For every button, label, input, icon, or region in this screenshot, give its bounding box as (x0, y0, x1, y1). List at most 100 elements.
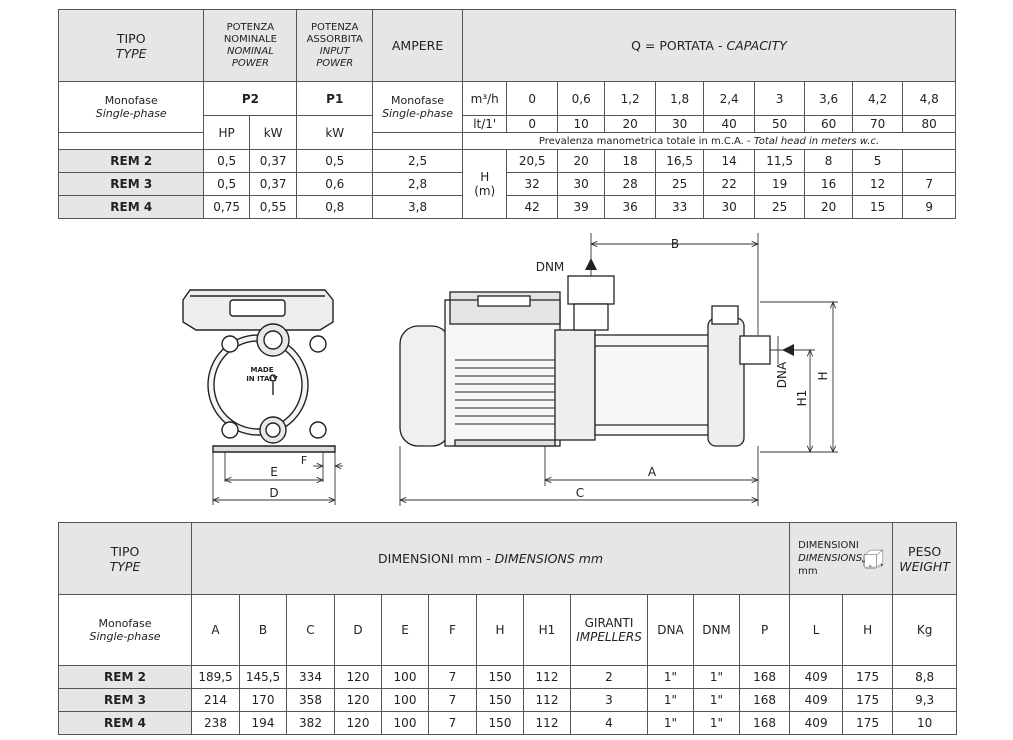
dims-cell: 382 (286, 711, 335, 735)
flow-lt-cell: 30 (654, 115, 705, 133)
perf-cell: 2,8 (372, 172, 463, 196)
head-cell: 30 (703, 195, 755, 219)
head-cell: 42 (506, 195, 558, 219)
dims-col-h: H (476, 594, 524, 666)
dims-cell: 1" (693, 688, 740, 712)
dim-label-d: D (269, 486, 278, 500)
dims-col-kg: Kg (892, 594, 958, 666)
dims-cell: 358 (286, 688, 335, 712)
perf-model-rem3: REM 3 (57, 172, 205, 196)
dims-col-pack-h: H (842, 594, 894, 666)
dims-cell: 214 (191, 688, 240, 712)
flow-m3h-cell: 0,6 (556, 81, 606, 116)
head-cell: 9 (902, 195, 956, 219)
head-cell: 8 (804, 149, 853, 173)
head-cell: 32 (506, 172, 558, 196)
dims-cell: 168 (738, 688, 791, 712)
head-cell: 36 (604, 195, 656, 219)
dims-cell: 175 (842, 688, 894, 712)
flow-lt-cell: 20 (604, 115, 656, 133)
box-icon-l: L (870, 564, 873, 568)
pump-technical-drawing: MADE IN ITALY E D F (182, 233, 838, 506)
flow-m3h-cell: 1,2 (604, 81, 656, 116)
flow-lt-cell: 50 (753, 115, 806, 133)
head-cell: 39 (556, 195, 606, 219)
dims-cell: 100 (381, 711, 429, 735)
flow-m3h-cell: 2,4 (703, 81, 755, 116)
dnm-arrow-icon (585, 258, 597, 270)
dims-cell: 150 (476, 711, 524, 735)
dims-cell: 189,5 (191, 665, 240, 689)
head-unit-label: H(m) (461, 149, 508, 219)
dims-cell: 120 (334, 688, 382, 712)
dims-col-a: A (191, 594, 240, 666)
dim-label-h: H (816, 371, 830, 380)
dim-label-dnm: DNM (536, 260, 565, 274)
unit-m3h: m³/h (461, 81, 508, 116)
dims-cell: 4 (570, 711, 648, 735)
unit-lt: lt/1' (461, 115, 508, 133)
dim-label-f: F (301, 454, 307, 467)
dims-cell: 145,5 (239, 665, 287, 689)
perf-cell: 0,37 (248, 172, 298, 196)
dims-model-rem4: REM 4 (58, 711, 192, 735)
dims-cell: 120 (334, 711, 382, 735)
dims-model-rem2: REM 2 (58, 665, 192, 689)
dims-cell: 112 (523, 711, 571, 735)
flow-lt-cell: 0 (506, 115, 558, 133)
head-cell: 19 (753, 172, 806, 196)
perf-cell: 0,75 (203, 195, 250, 219)
p1-header: P1 (296, 81, 374, 116)
dim-label-dna: DNA (775, 361, 789, 388)
pump-side-view (399, 275, 771, 447)
head-cell: 25 (753, 195, 806, 219)
head-cell: 20,5 (506, 149, 558, 173)
dims-cell: 1" (647, 665, 694, 689)
dims-cell: 334 (286, 665, 335, 689)
head-cell: 5 (851, 149, 904, 173)
head-cell: 25 (654, 172, 705, 196)
dims-cell: 100 (381, 688, 429, 712)
dims-cell: 175 (842, 665, 894, 689)
head-cell: 22 (703, 172, 755, 196)
perf-cell: 0,5 (296, 149, 374, 173)
dims-cell: 409 (789, 711, 844, 735)
pump-front-view: MADE IN ITALY (182, 289, 336, 453)
dims-cell: 150 (476, 665, 524, 689)
head-note: Prevalenza manometrica totale in m.C.A. … (462, 132, 956, 150)
head-cell: 7 (902, 172, 956, 196)
dim-label-h1: H1 (795, 390, 809, 407)
dims-cell: 170 (239, 688, 287, 712)
head-cell: 16 (804, 172, 853, 196)
dims-cell: 1" (693, 711, 740, 735)
flow-lt-cell: 80 (902, 115, 956, 133)
dims-col-p: P (738, 594, 791, 666)
perf-cell: 3,8 (372, 195, 463, 219)
side-view-dimensions (400, 233, 838, 506)
flow-lt-cell: 60 (804, 115, 853, 133)
flow-m3h-cell: 3,6 (804, 81, 853, 116)
dims-col-c: C (286, 594, 335, 666)
flow-m3h-cell: 4,2 (851, 81, 904, 116)
dims-col-dna: DNA (647, 594, 694, 666)
head-cell: 20 (556, 149, 606, 173)
dims-col-l: L (789, 594, 844, 666)
head-cell: 20 (804, 195, 853, 219)
dimensions-header: DIMENSIONI mm - DIMENSIONS mm (190, 522, 791, 595)
dims-cell: 3 (570, 688, 648, 712)
dna-arrow-icon (782, 344, 794, 356)
flow-m3h-cell: 0 (506, 81, 558, 116)
kw-header-p1: kW (296, 115, 374, 150)
perf-cell: 0,6 (296, 172, 374, 196)
head-cell: 14 (703, 149, 755, 173)
head-cell: 16,5 (654, 149, 705, 173)
front-view-dimensions (213, 452, 343, 505)
dims-cell: 7 (428, 711, 477, 735)
flow-lt-cell: 10 (556, 115, 606, 133)
